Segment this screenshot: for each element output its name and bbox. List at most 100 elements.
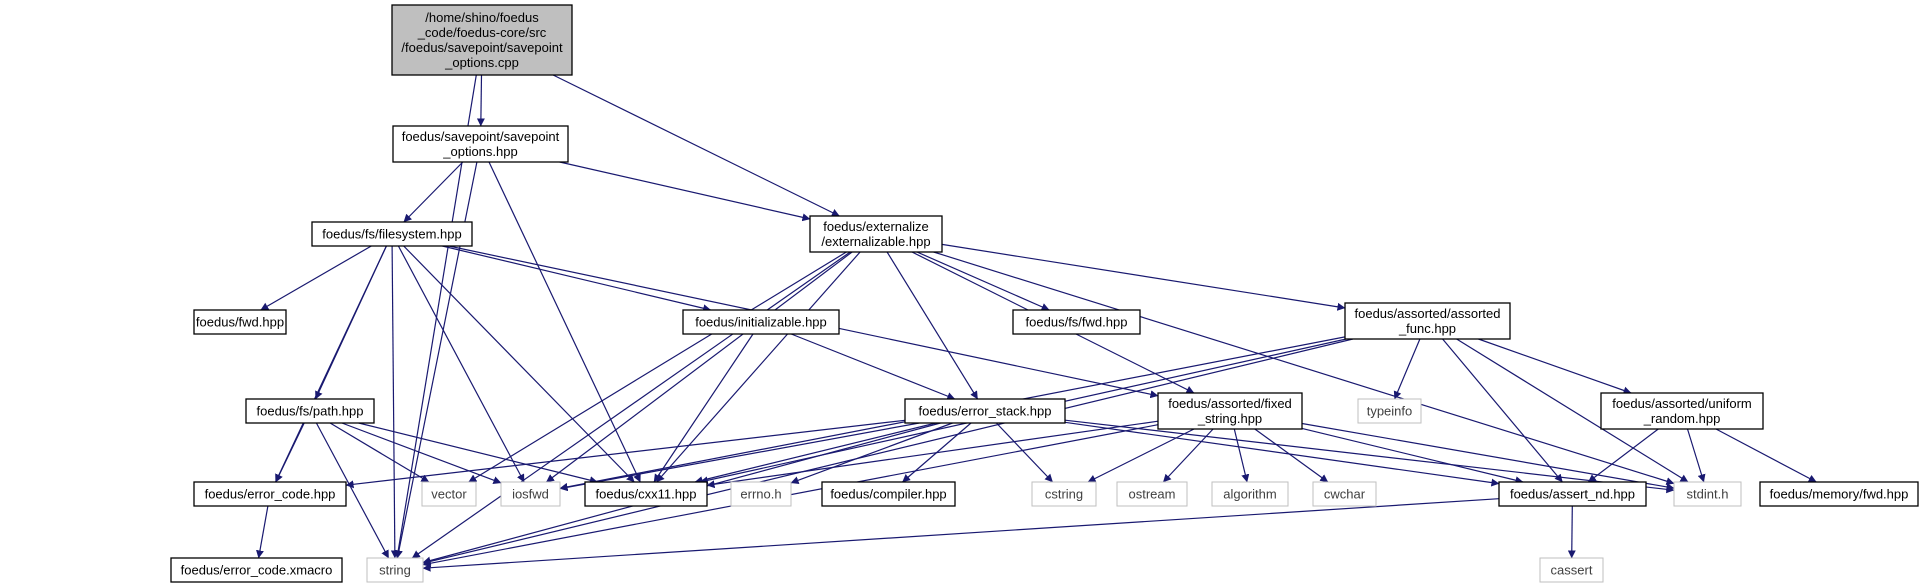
node-vector: vector xyxy=(421,481,477,507)
node-box-savepoint_options_hpp xyxy=(392,125,569,163)
node-box-root xyxy=(391,4,573,76)
edge-fixed_string-to-assert_nd xyxy=(1301,427,1524,485)
node-label-vector: vector xyxy=(431,487,467,502)
node-box-initializable xyxy=(682,309,840,335)
node-label-cstring: cstring xyxy=(1045,487,1083,502)
node-assert_nd[interactable]: foedus/assert_nd.hpp xyxy=(1498,481,1647,507)
node-compiler[interactable]: foedus/compiler.hpp xyxy=(821,481,956,507)
node-label-ostream: ostream xyxy=(1129,487,1176,502)
node-box-cxx11 xyxy=(584,481,708,507)
edge-fs_path-to-error_code xyxy=(275,422,305,483)
edge-fs_path-to-iosfwd xyxy=(341,422,502,484)
edge-fs_filesystem-to-cxx11 xyxy=(403,245,635,483)
edge-fixed_string-to-cwchar xyxy=(1254,428,1329,483)
node-box-error_code_xmacro xyxy=(170,557,343,583)
edge-externalizable-to-stdint xyxy=(933,251,1675,486)
node-box-fixed_string xyxy=(1157,392,1303,430)
node-box-uniform_random xyxy=(1600,392,1764,430)
node-label-algorithm: algorithm xyxy=(1223,487,1276,502)
node-label-iosfwd: iosfwd xyxy=(512,487,549,502)
edge-initializable-to-cxx11 xyxy=(653,333,754,483)
node-box-cassert xyxy=(1539,557,1604,583)
node-label-assorted_func: _func.hpp xyxy=(1398,321,1456,336)
node-label-assorted_func: foedus/assorted/assorted xyxy=(1355,306,1501,321)
node-box-fwd_hpp xyxy=(193,309,287,335)
node-box-ostream xyxy=(1116,481,1188,507)
edge-assert_nd-to-string xyxy=(422,498,1500,572)
edge-fs_filesystem-to-initializable xyxy=(442,245,712,313)
edge-fixed_string-to-cstring xyxy=(1087,428,1195,483)
node-label-root: _code/foedus-core/src xyxy=(417,25,547,40)
edge-error_code-to-error_code_xmacro xyxy=(256,505,269,559)
node-cxx11[interactable]: foedus/cxx11.hpp xyxy=(584,481,708,507)
node-box-vector xyxy=(421,481,477,507)
node-box-fs_path xyxy=(245,398,375,424)
edge-fs_path-to-cxx11 xyxy=(358,422,598,485)
node-uniform_random[interactable]: foedus/assorted/uniform_random.hpp xyxy=(1600,392,1764,430)
edge-error_stack-to-iosfwd xyxy=(559,422,920,492)
node-fs_path[interactable]: foedus/fs/path.hpp xyxy=(245,398,375,424)
node-label-fwd_hpp: foedus/fwd.hpp xyxy=(196,315,284,330)
node-box-stdint xyxy=(1673,481,1742,507)
node-savepoint_options_hpp[interactable]: foedus/savepoint/savepoint_options.hpp xyxy=(392,125,569,163)
edge-assorted_func-to-string xyxy=(422,338,1354,566)
node-externalizable[interactable]: foedus/externalize/externalizable.hpp xyxy=(809,215,943,253)
node-label-fs_path: foedus/fs/path.hpp xyxy=(257,404,364,419)
node-label-error_stack: foedus/error_stack.hpp xyxy=(919,404,1052,419)
edge-externalizable-to-assorted_func xyxy=(941,243,1346,311)
edge-savepoint_options_hpp-to-string xyxy=(394,161,478,559)
node-label-savepoint_options_hpp: _options.hpp xyxy=(442,144,517,159)
edge-root-to-savepoint_options_hpp xyxy=(476,74,485,127)
node-error_stack[interactable]: foedus/error_stack.hpp xyxy=(904,398,1066,424)
node-box-memory_fwd xyxy=(1759,481,1919,507)
edge-uniform_random-to-stdint xyxy=(1686,428,1706,483)
edge-error_stack-to-errno xyxy=(790,422,953,485)
node-memory_fwd[interactable]: foedus/memory/fwd.hpp xyxy=(1759,481,1919,507)
edge-uniform_random-to-assert_nd xyxy=(1587,428,1659,483)
edge-savepoint_options_hpp-to-cxx11 xyxy=(488,161,641,483)
edge-fs_filesystem-to-string xyxy=(390,245,399,559)
edge-externalizable-to-string xyxy=(411,251,851,559)
nodes-layer: /home/shino/foedus_code/foedus-core/src/… xyxy=(170,4,1919,583)
node-cassert: cassert xyxy=(1539,557,1604,583)
node-assorted_func[interactable]: foedus/assorted/assorted_func.hpp xyxy=(1344,302,1511,340)
node-label-cassert: cassert xyxy=(1551,563,1593,578)
edge-error_stack-to-cxx11 xyxy=(694,422,937,485)
node-fs_filesystem[interactable]: foedus/fs/filesystem.hpp xyxy=(311,221,473,247)
edge-assert_nd-to-cassert xyxy=(1567,505,1576,559)
node-cstring: cstring xyxy=(1031,481,1097,507)
edge-assorted_func-to-typeinfo xyxy=(1393,338,1421,400)
node-box-error_code xyxy=(193,481,347,507)
node-box-error_stack xyxy=(904,398,1066,424)
node-box-iosfwd xyxy=(500,481,561,507)
node-fixed_string[interactable]: foedus/assorted/fixed_string.hpp xyxy=(1157,392,1303,430)
node-typeinfo: typeinfo xyxy=(1357,398,1422,424)
node-label-initializable: foedus/initializable.hpp xyxy=(695,315,827,330)
node-label-externalizable: foedus/externalize xyxy=(823,219,929,234)
node-label-externalizable: /externalizable.hpp xyxy=(821,234,930,249)
node-label-fs_filesystem: foedus/fs/filesystem.hpp xyxy=(322,227,461,242)
edge-uniform_random-to-memory_fwd xyxy=(1715,428,1817,483)
node-error_code_xmacro[interactable]: foedus/error_code.xmacro xyxy=(170,557,343,583)
node-box-assorted_func xyxy=(1344,302,1511,340)
node-error_code[interactable]: foedus/error_code.hpp xyxy=(193,481,347,507)
node-algorithm: algorithm xyxy=(1211,481,1289,507)
node-initializable[interactable]: foedus/initializable.hpp xyxy=(682,309,840,335)
node-box-errno xyxy=(730,481,792,507)
node-box-algorithm xyxy=(1211,481,1289,507)
node-label-memory_fwd: foedus/memory/fwd.hpp xyxy=(1770,487,1909,502)
node-label-fixed_string: foedus/assorted/fixed xyxy=(1168,396,1292,411)
edge-fixed_string-to-stdint xyxy=(1301,422,1675,491)
node-box-fs_fwd xyxy=(1012,309,1141,335)
node-fwd_hpp[interactable]: foedus/fwd.hpp xyxy=(193,309,287,335)
node-label-root: _options.cpp xyxy=(444,55,519,70)
node-fs_fwd[interactable]: foedus/fs/fwd.hpp xyxy=(1012,309,1141,335)
edge-externalizable-to-vector xyxy=(468,251,847,483)
edge-initializable-to-error_stack xyxy=(790,333,956,400)
edge-fs_path-to-vector xyxy=(329,422,430,483)
edge-error_stack-to-assert_nd xyxy=(1064,421,1500,487)
edge-fixed_string-to-ostream xyxy=(1162,428,1214,483)
node-root[interactable]: /home/shino/foedus_code/foedus-core/src/… xyxy=(391,4,573,76)
node-stdint: stdint.h xyxy=(1673,481,1742,507)
